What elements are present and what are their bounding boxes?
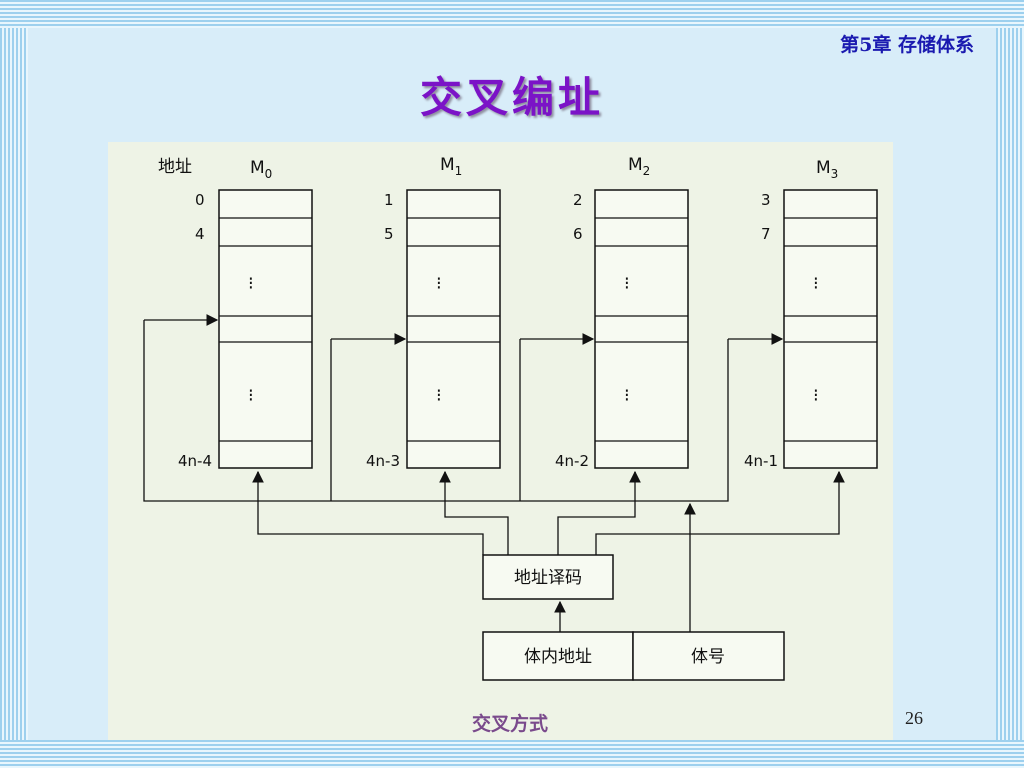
interleaved-memory-diagram: 地址 M0 ⁝ ⁝ 0 4 4n-4 M1 ⁝ ⁝ 1 xyxy=(143,155,878,735)
address-4n-3: 4n-3 xyxy=(366,452,400,470)
svg-text:⁝: ⁝ xyxy=(624,385,630,406)
bank-select-lines xyxy=(143,314,784,632)
address-0: 0 xyxy=(195,191,205,209)
address-4n-1: 4n-1 xyxy=(744,452,778,470)
figure-caption: 交叉方式 xyxy=(472,712,548,735)
memory-bank-m0: M0 ⁝ ⁝ 0 4 4n-4 xyxy=(178,158,313,470)
slide-border-right xyxy=(996,28,1024,740)
bank-number-field: 体号 xyxy=(691,647,725,667)
chapter-label: 第5章 存储体系 xyxy=(840,34,974,56)
svg-text:⁝: ⁝ xyxy=(624,273,630,294)
svg-text:⁝: ⁝ xyxy=(813,385,819,406)
address-4n-4: 4n-4 xyxy=(178,452,212,470)
slide-title: 交叉编址 xyxy=(419,73,604,122)
slide-border-bottom xyxy=(0,740,1024,768)
bank-label-m0: M0 xyxy=(250,158,272,181)
decoder-output-lines xyxy=(252,470,845,555)
bank-label-m2: M2 xyxy=(628,155,650,178)
slide-border-left xyxy=(0,28,28,740)
address-2: 2 xyxy=(573,191,583,209)
memory-bank-m1: M1 ⁝ ⁝ 1 5 4n-3 xyxy=(366,155,501,470)
bank-label-m1: M1 xyxy=(440,155,462,178)
address-decoder: 地址译码 xyxy=(482,554,614,600)
page-number: 26 xyxy=(905,708,923,728)
address-4n-2: 4n-2 xyxy=(555,452,589,470)
bank-label-m3: M3 xyxy=(816,158,838,181)
address-register: 体内地址 体号 xyxy=(482,631,785,681)
inner-address-field: 体内地址 xyxy=(524,647,592,667)
decoder-label: 地址译码 xyxy=(514,568,582,588)
address-5: 5 xyxy=(384,225,394,243)
svg-text:⁝: ⁝ xyxy=(436,273,442,294)
address-header: 地址 xyxy=(158,157,192,177)
slide-border-top xyxy=(0,0,1024,28)
svg-text:⁝: ⁝ xyxy=(436,385,442,406)
svg-text:⁝: ⁝ xyxy=(248,385,254,406)
svg-text:⁝: ⁝ xyxy=(813,273,819,294)
address-3: 3 xyxy=(761,191,771,209)
interleaved-memory-figure: 地址 M0 ⁝ ⁝ 0 4 4n-4 M1 ⁝ ⁝ 1 xyxy=(108,142,893,740)
address-4: 4 xyxy=(195,225,205,243)
address-7: 7 xyxy=(761,225,771,243)
address-1: 1 xyxy=(384,191,394,209)
memory-bank-m3: M3 ⁝ ⁝ 3 7 4n-1 xyxy=(744,158,878,470)
svg-text:⁝: ⁝ xyxy=(248,273,254,294)
memory-bank-m2: M2 ⁝ ⁝ 2 6 4n-2 xyxy=(555,155,689,470)
address-6: 6 xyxy=(573,225,583,243)
